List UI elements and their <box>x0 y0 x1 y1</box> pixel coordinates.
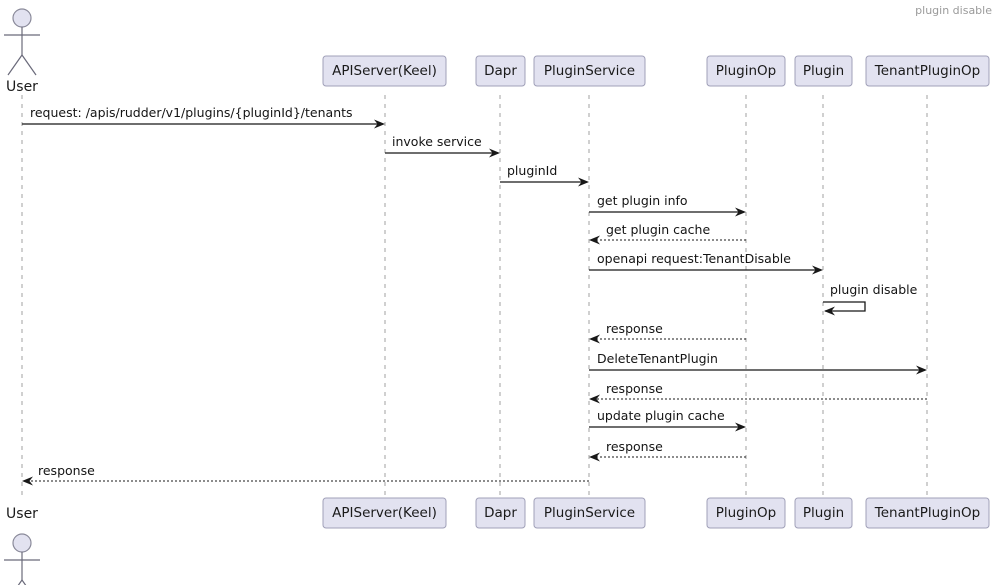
message-label: get plugin info <box>597 193 688 208</box>
arrowhead <box>489 148 500 158</box>
message-2[interactable]: invoke service <box>385 134 500 158</box>
participant-pluginop-top[interactable]: PluginOp <box>706 55 786 87</box>
arrowhead <box>374 119 385 129</box>
participant-label: Plugin <box>803 505 844 521</box>
participant-box[interactable] <box>794 55 853 87</box>
participant-box[interactable] <box>794 497 853 529</box>
arrowhead <box>735 207 746 217</box>
arrowhead <box>578 177 589 187</box>
actor-leg-left <box>17 579 23 585</box>
actor-leg-right <box>21 579 27 585</box>
participant-label: PluginOp <box>716 63 777 79</box>
actor-head-icon <box>12 8 32 28</box>
participant-apiserver-top[interactable]: APIServer(Keel) <box>322 55 447 87</box>
participant-label: User <box>6 79 38 95</box>
message-label: response <box>606 381 663 396</box>
messages-layer: request: /apis/rudder/v1/plugins/{plugin… <box>22 105 927 486</box>
participant-label: TenantPluginOp <box>874 63 980 79</box>
participant-dapr-bottom[interactable]: Dapr <box>475 497 526 529</box>
message-11[interactable]: update plugin cache <box>589 408 746 432</box>
participant-label: TenantPluginOp <box>874 505 980 521</box>
message-10[interactable]: response <box>589 381 927 404</box>
participant-label: User <box>6 506 38 522</box>
participant-plugin-top[interactable]: Plugin <box>794 55 853 87</box>
participant-label: PluginService <box>544 63 635 79</box>
arrowhead <box>824 306 835 316</box>
participant-box[interactable] <box>475 497 526 529</box>
participant-box[interactable] <box>322 497 447 529</box>
diagram-title: plugin disable <box>915 4 992 17</box>
message-6[interactable]: openapi request:TenantDisable <box>589 251 823 275</box>
message-label: pluginId <box>507 163 557 178</box>
arrowhead <box>589 394 600 404</box>
message-label: get plugin cache <box>606 222 710 237</box>
participant-box[interactable] <box>475 55 526 87</box>
participant-apiserver-bottom[interactable]: APIServer(Keel) <box>322 497 447 529</box>
message-self-loop-line <box>823 301 866 312</box>
diagram-title-layer: plugin disable <box>915 4 992 17</box>
participant-pluginservice-bottom[interactable]: PluginService <box>533 497 646 529</box>
lifelines-layer <box>21 95 928 500</box>
arrowhead <box>589 334 600 344</box>
participant-box[interactable] <box>322 55 447 87</box>
arrowhead <box>812 265 823 275</box>
participant-box[interactable] <box>533 497 646 529</box>
message-label: invoke service <box>392 134 482 149</box>
message-label: DeleteTenantPlugin <box>597 351 718 366</box>
message-8[interactable]: response <box>589 321 746 344</box>
message-3[interactable]: pluginId <box>500 163 589 187</box>
participant-box[interactable] <box>865 497 990 529</box>
arrowhead <box>589 235 600 245</box>
message-9[interactable]: DeleteTenantPlugin <box>589 351 927 375</box>
message-label: openapi request:TenantDisable <box>597 251 791 266</box>
participant-box[interactable] <box>706 497 786 529</box>
participant-tenantpluginop-top[interactable]: TenantPluginOp <box>865 55 990 87</box>
participant-label: PluginOp <box>716 505 777 521</box>
participant-label: PluginService <box>544 505 635 521</box>
participant-tenantpluginop-bottom[interactable]: TenantPluginOp <box>865 497 990 529</box>
arrowhead <box>22 476 33 486</box>
participant-pluginservice-top[interactable]: PluginService <box>533 55 646 87</box>
participant-label: Plugin <box>803 63 844 79</box>
participant-pluginop-bottom[interactable]: PluginOp <box>706 497 786 529</box>
participant-box[interactable] <box>706 55 786 87</box>
participant-user-top[interactable]: User <box>4 8 40 95</box>
message-12[interactable]: response <box>589 439 746 462</box>
message-5[interactable]: get plugin cache <box>589 222 746 245</box>
actor-head-icon <box>12 533 32 553</box>
actor-leg-left <box>7 54 23 76</box>
participant-dapr-top[interactable]: Dapr <box>475 55 526 87</box>
message-7[interactable]: plugin disable <box>823 282 918 316</box>
message-label: response <box>606 321 663 336</box>
participants-layer: UserUserAPIServer(Keel)APIServer(Keel)Da… <box>4 8 990 585</box>
arrowhead <box>589 452 600 462</box>
message-label: update plugin cache <box>597 408 725 423</box>
participant-label: APIServer(Keel) <box>332 505 437 521</box>
participant-label: Dapr <box>484 505 517 521</box>
participant-label: Dapr <box>484 63 517 79</box>
message-13[interactable]: response <box>22 463 589 486</box>
arrowhead <box>916 365 927 375</box>
message-label: response <box>606 439 663 454</box>
message-1[interactable]: request: /apis/rudder/v1/plugins/{plugin… <box>22 105 385 129</box>
message-4[interactable]: get plugin info <box>589 193 746 217</box>
message-label: response <box>38 463 95 478</box>
actor-leg-right <box>21 54 37 76</box>
participant-label: APIServer(Keel) <box>332 63 437 79</box>
participant-box[interactable] <box>865 55 990 87</box>
participant-plugin-bottom[interactable]: Plugin <box>794 497 853 529</box>
participant-user-bottom[interactable]: User <box>4 506 40 585</box>
arrowhead <box>735 422 746 432</box>
message-label: request: /apis/rudder/v1/plugins/{plugin… <box>30 105 353 120</box>
message-label: plugin disable <box>830 282 918 297</box>
participant-box[interactable] <box>533 55 646 87</box>
